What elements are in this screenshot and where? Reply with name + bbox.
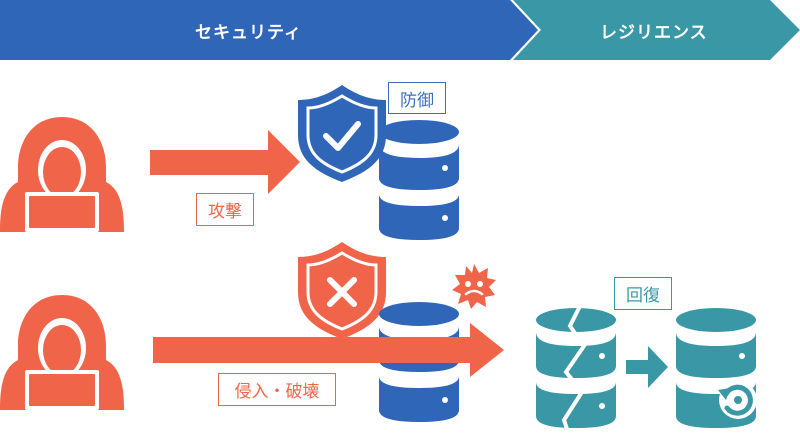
security-banner <box>0 0 538 60</box>
resilience-banner <box>513 0 800 60</box>
database-icon-broken <box>536 301 616 435</box>
attack-label: 攻撃 <box>196 193 254 226</box>
security-title: セキュリティ <box>195 23 302 43</box>
attack-arrow <box>150 130 300 194</box>
defense-label: 防御 <box>388 82 446 114</box>
intrusion-label: 侵入・破壊 <box>218 373 336 406</box>
hacker-icon <box>0 117 124 232</box>
shield-x-icon <box>298 242 386 339</box>
recovery-arrow <box>626 346 668 388</box>
resilience-title: レジリエンス <box>600 23 708 43</box>
hacker-icon-2 <box>0 295 124 410</box>
intrusion-arrow-overlap <box>379 355 459 360</box>
virus-icon <box>452 264 496 309</box>
restore-icon <box>718 381 757 419</box>
database-icon-protected <box>379 120 459 240</box>
recovery-label: 回復 <box>614 277 672 310</box>
intrusion-arrow <box>153 323 504 377</box>
shield-check-icon <box>298 85 386 182</box>
